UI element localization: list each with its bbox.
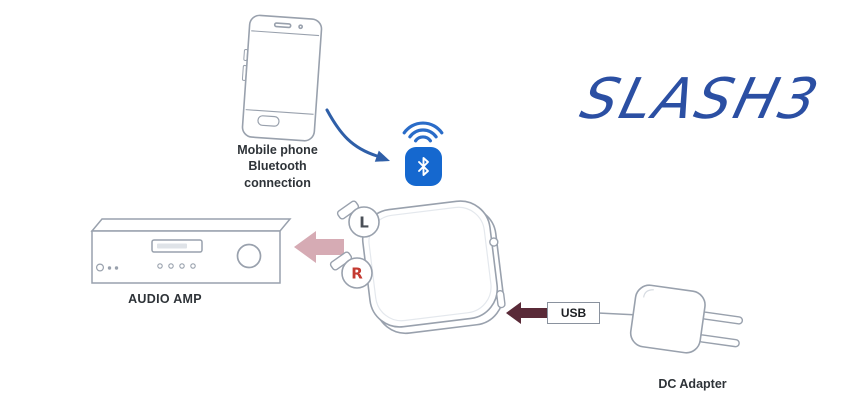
receiver-illustration [361,200,506,335]
bluetooth-icon [405,147,442,186]
bluetooth-arrowhead [374,150,390,162]
brand-handwriting: SLASH3 [575,67,828,132]
phone-side-button-1 [243,48,249,61]
adapter-pin-bottom [697,334,740,348]
amp-front-face [91,230,281,284]
signal-wave-medium [408,128,438,139]
adapter-illustration [629,284,744,354]
amp-dot-4 [190,263,196,269]
rca-plug-right: R [329,251,373,289]
amp-dot-1 [157,263,163,269]
rca-plug-left: L [336,200,380,238]
adapter-caption: DC Adapter [658,377,727,391]
phone-speaker [273,22,292,29]
signal-waves-icon [402,121,444,143]
signal-wave-small [414,135,432,143]
phone-screen-bottom-line [245,109,314,115]
amp-illustration [90,218,292,284]
amp-power-button [95,263,104,272]
usb-label-box: USB [547,302,600,324]
rca-left-label: L [359,214,369,232]
phone-camera-dot [298,24,304,30]
amp-caption: AUDIO AMP [128,292,202,306]
amp-dot-3 [179,263,185,269]
phone-illustration [241,14,323,142]
amp-volume-knob [236,243,262,269]
phone-body [241,14,323,142]
rca-left-ring [348,206,380,238]
receiver-usb-port [496,289,506,309]
rca-right-ring [341,257,373,289]
bluetooth-arrow-curve [325,108,379,158]
amp-led-2 [114,266,119,270]
adapter-body-accent [643,289,654,298]
phone-screen-top-line [251,30,320,37]
amp-top-face [90,218,292,232]
phone-side-button-2 [241,64,247,81]
bluetooth-arrow [325,108,390,162]
phone-caption: Mobile phone Bluetooth connection [237,143,318,190]
adapter-pin-top [700,311,744,325]
usb-arrow [506,302,547,324]
amp-dot-2 [168,263,174,269]
amp-led-1 [107,266,112,270]
audio-out-arrow [294,231,344,263]
adapter-body [629,284,706,354]
amp-display [151,239,203,253]
usb-to-adapter-line [597,312,639,316]
bluetooth-rune [418,157,429,176]
receiver-pair-button [489,237,499,247]
amp-display-readout [157,243,187,249]
signal-wave-large [402,121,444,135]
phone-home-button [257,115,280,127]
rca-right-label: R [351,265,363,283]
